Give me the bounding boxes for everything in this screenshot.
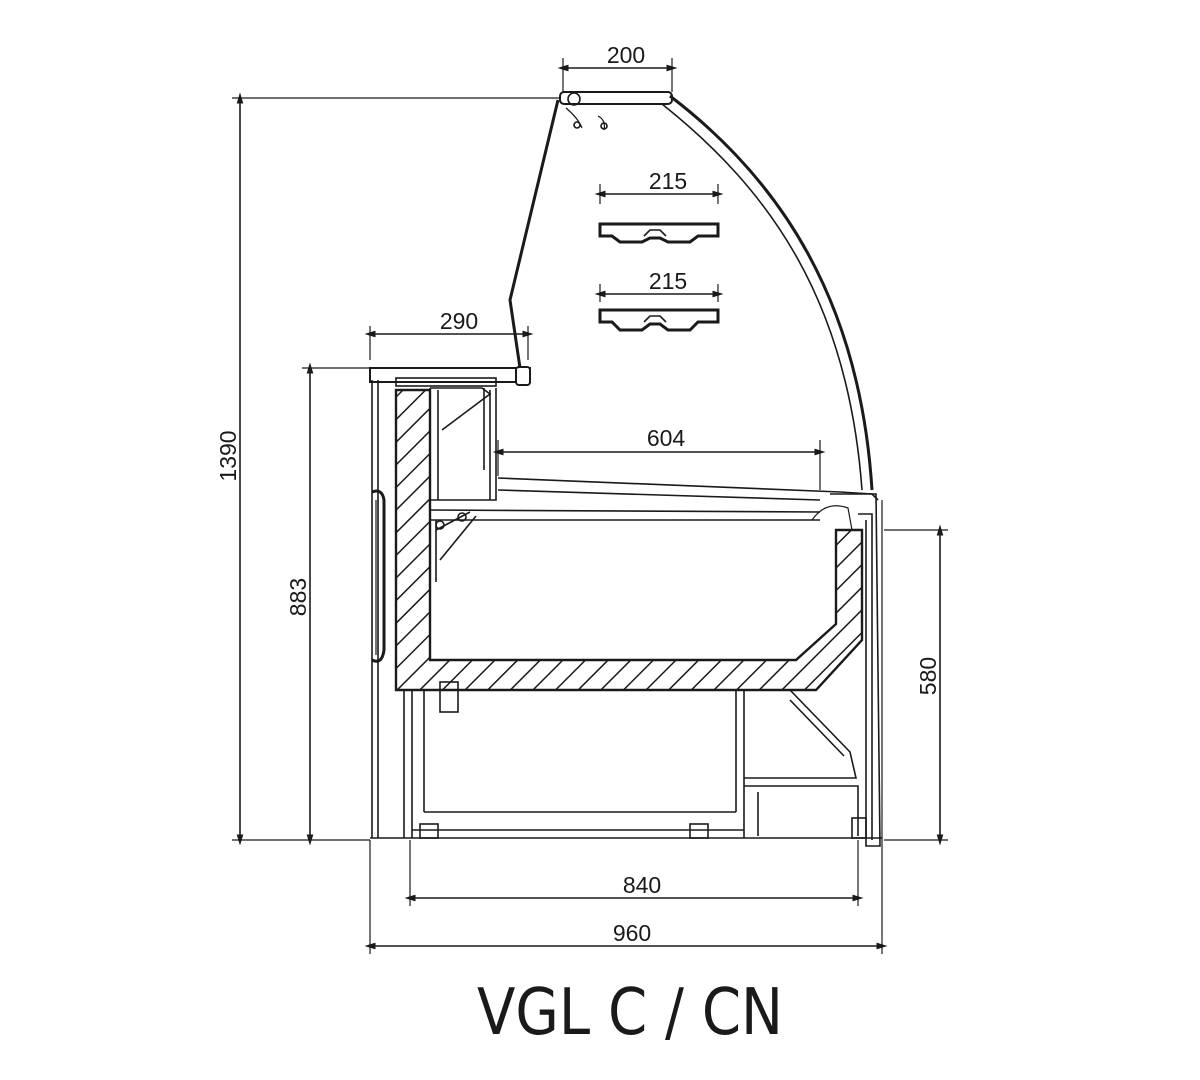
model-title: VGL C / CN bbox=[477, 976, 783, 1050]
insulated-tub bbox=[394, 388, 864, 692]
shelf-upper bbox=[598, 222, 720, 244]
dim-worktop-depth: 290 bbox=[440, 308, 478, 334]
shelf-lower bbox=[598, 308, 720, 332]
rear-glass bbox=[508, 99, 560, 369]
rear-worktop bbox=[369, 367, 531, 383]
dim-base-height: 580 bbox=[915, 657, 941, 695]
worktop-end-cap bbox=[515, 366, 531, 386]
rear-door-handle bbox=[371, 489, 386, 663]
dim-display-depth: 604 bbox=[647, 425, 686, 451]
dim-total-height: 1390 bbox=[215, 430, 241, 481]
dim-top-depth: 200 bbox=[607, 42, 645, 68]
dimension-lines bbox=[232, 58, 948, 954]
display-deck bbox=[497, 477, 879, 501]
dim-shelf-lower-depth: 215 bbox=[649, 268, 687, 294]
cabinet-outline bbox=[369, 91, 882, 847]
dim-shelf-upper-depth: 215 bbox=[649, 168, 687, 194]
dim-base-depth: 840 bbox=[623, 872, 661, 898]
front-curved-glass bbox=[669, 94, 874, 491]
dim-total-depth: 960 bbox=[613, 920, 651, 946]
dim-counter-height: 883 bbox=[285, 578, 311, 616]
